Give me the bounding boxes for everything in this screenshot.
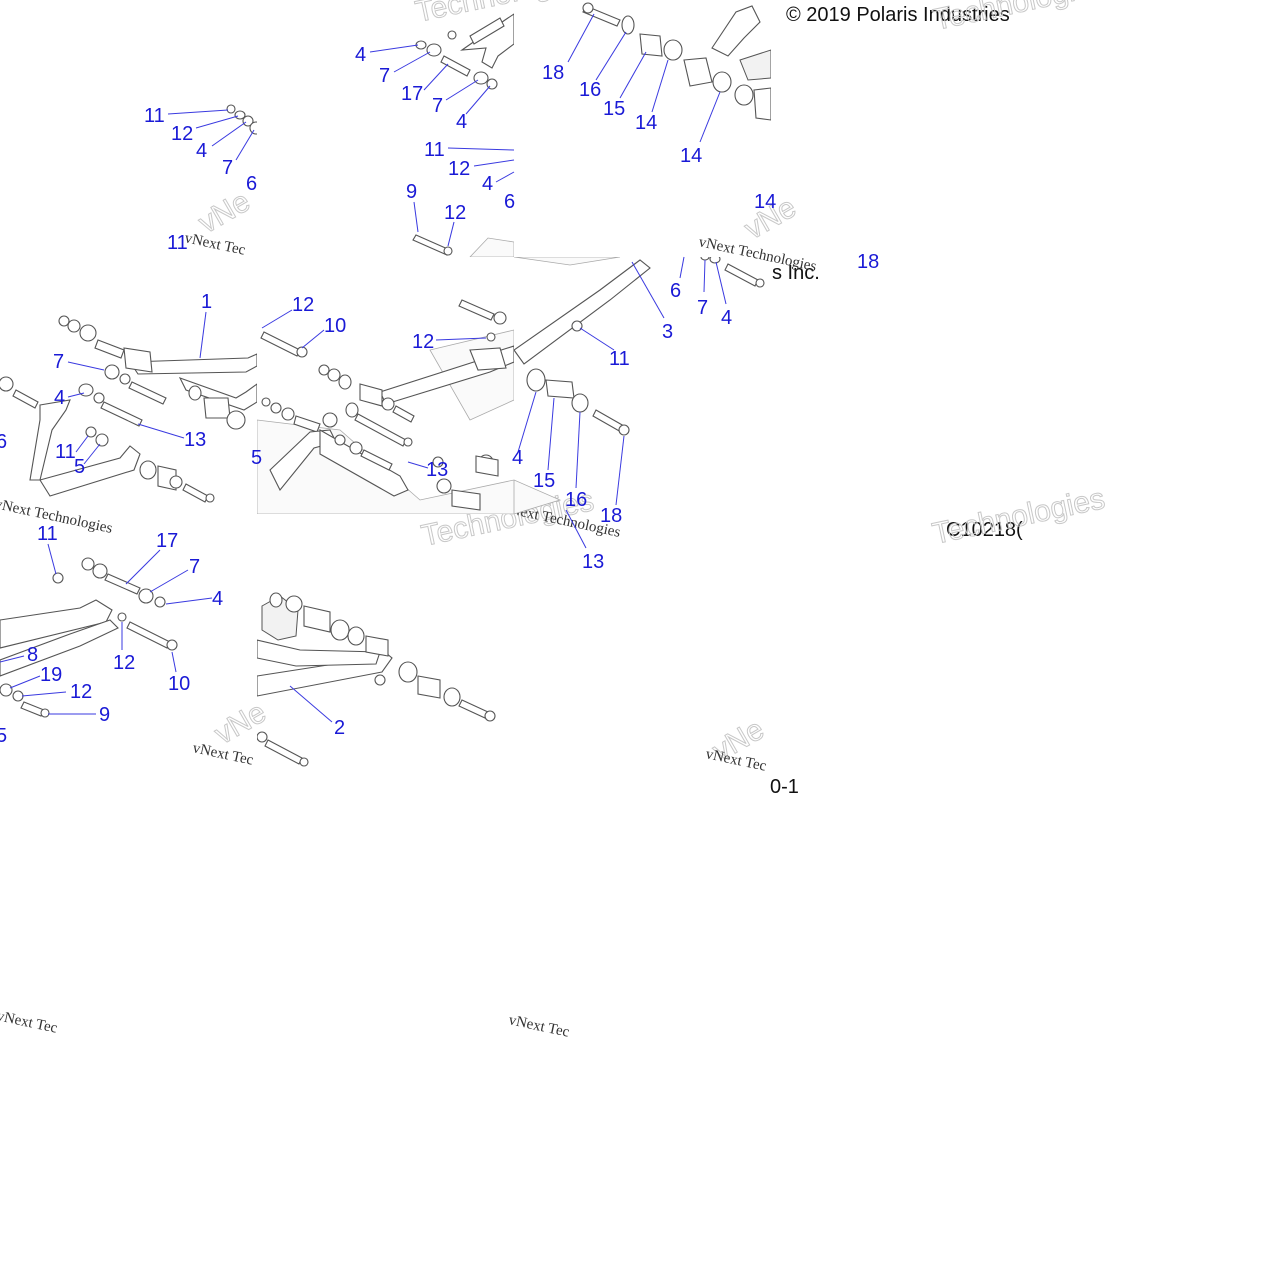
callout-label: 5	[251, 447, 262, 469]
diagram-code-tail: 0-1	[770, 776, 799, 798]
callout-numbers: 11 12 4 7 6 11 4 7 17 7 4 11 12 4 6 9 12…	[0, 44, 879, 747]
svg-text:vNext Tec: vNext Tec	[507, 1012, 571, 1041]
callout-label: 4	[196, 140, 207, 162]
callout-label: 11	[37, 523, 58, 545]
svg-text:Technologies: Technologies	[931, 0, 1109, 37]
callout-label: 2	[334, 717, 345, 739]
callout-label: 7	[53, 351, 64, 373]
callout-label: 11	[55, 441, 76, 463]
callout-label: 16	[565, 489, 587, 511]
callout-label: 7	[189, 556, 200, 578]
callout-label: 13	[184, 429, 206, 451]
callout-label: 5	[74, 456, 85, 478]
callout-label: 15	[533, 470, 555, 492]
callout-label: 15	[603, 98, 625, 120]
callout-label: 6	[504, 191, 515, 213]
callout-label: 4	[482, 173, 493, 195]
callout-label: 6	[670, 280, 681, 302]
copyright-tail: s Inc.	[772, 262, 820, 284]
callout-label: 13	[582, 551, 604, 573]
callout-label: 19	[40, 664, 62, 686]
callout-label: 4	[355, 44, 366, 66]
callout-label: 4	[54, 387, 65, 409]
callout-label: 3	[662, 321, 673, 343]
callout-label: 10	[168, 673, 190, 695]
callout-label: 4	[456, 111, 467, 133]
callout-label: 14	[680, 145, 702, 167]
callout-label: 4	[721, 307, 732, 329]
part-drawing-bushings-top	[582, 2, 771, 121]
svg-text:vNe: vNe	[209, 696, 272, 751]
leader-lines	[0, 13, 727, 723]
callout-label: 13	[426, 459, 448, 481]
callout-label: 9	[99, 704, 110, 726]
callout-label: 17	[401, 83, 423, 105]
callout-label: 5	[0, 725, 7, 747]
callout-label: 11	[167, 232, 188, 254]
callout-label: 8	[27, 644, 38, 666]
callout-label: 7	[432, 95, 443, 117]
copyright-notice: © 2019 Polaris Industries	[786, 4, 1010, 26]
callout-label: 4	[512, 447, 523, 469]
callout-label: 11	[609, 348, 630, 370]
callout-label: 16	[579, 79, 601, 101]
callout-label: 14	[754, 191, 776, 213]
callout-label: 18	[857, 251, 879, 273]
callout-label: 12	[412, 331, 434, 353]
callout-label: 6	[0, 431, 7, 453]
callout-label: 12	[448, 158, 470, 180]
callout-label: 12	[444, 202, 466, 224]
callout-label: 10	[324, 315, 346, 337]
diagram-code: C10218(	[946, 519, 1023, 541]
callout-label: 1	[201, 291, 212, 313]
callout-label: 6	[246, 173, 257, 195]
part-drawing-linkage-top	[412, 13, 514, 257]
callout-label: 7	[697, 297, 708, 319]
callout-label: 4	[212, 588, 223, 610]
part-drawing-lower-arm-mid	[257, 592, 496, 767]
part-drawing-frame-right	[514, 257, 765, 514]
callout-label: 12	[70, 681, 92, 703]
callout-label: 18	[542, 62, 564, 84]
callout-label: 17	[156, 530, 178, 552]
part-drawing-lower-arm-left	[0, 557, 178, 718]
part-drawing-hardware-left	[226, 104, 257, 135]
callout-label: 14	[635, 112, 657, 134]
callout-label: 18	[600, 505, 622, 527]
callout-label: 12	[292, 294, 314, 316]
callout-label: 11	[424, 139, 445, 161]
watermark-layer: Technologies Technologies Technologies T…	[0, 0, 1109, 1041]
part-drawing-control-arm-mid	[257, 299, 514, 514]
callout-label: 7	[222, 157, 233, 179]
callout-label: 12	[171, 123, 193, 145]
callout-label: 11	[144, 105, 165, 127]
part-drawing-control-arm-left	[0, 315, 257, 503]
svg-text:vNext Tec: vNext Tec	[0, 1008, 59, 1037]
callout-label: 12	[113, 652, 135, 674]
callout-label: 9	[406, 181, 417, 203]
callout-label: 7	[379, 65, 390, 87]
